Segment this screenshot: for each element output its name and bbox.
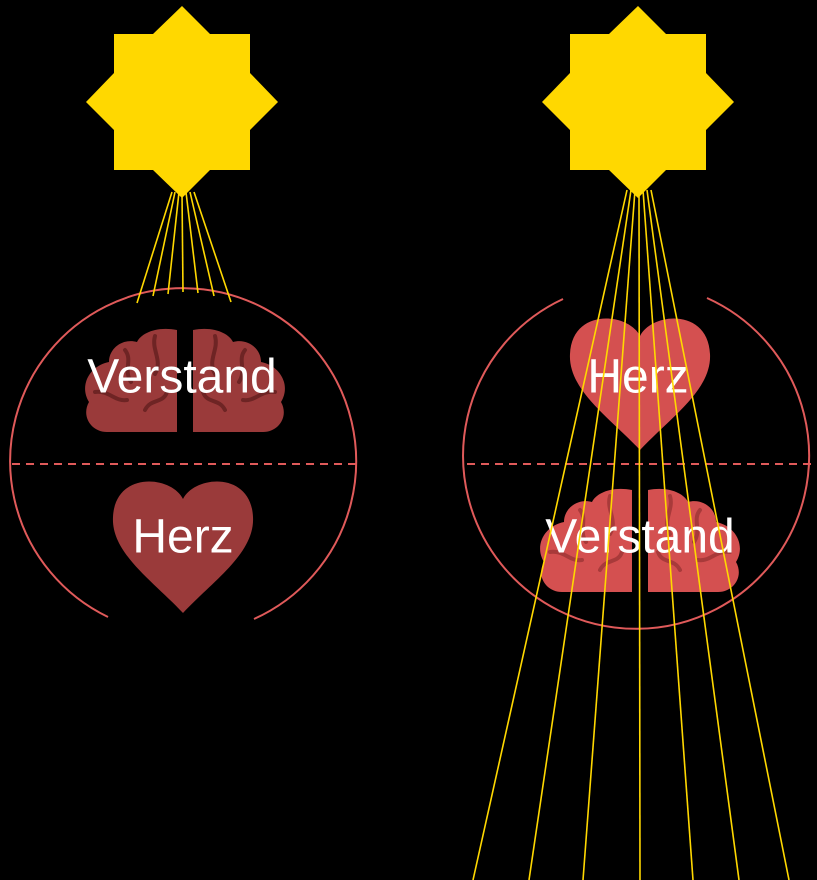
right-ray — [472, 189, 628, 880]
left-top-label: Verstand — [87, 351, 276, 404]
left-ray — [189, 191, 215, 297]
right-ray — [528, 189, 632, 880]
left-circle-outline — [9, 287, 358, 620]
left-panel: Verstand Herz — [9, 6, 358, 620]
right-ray — [638, 189, 641, 880]
left-bottom-label: Herz — [132, 511, 233, 564]
right-ray — [646, 189, 740, 880]
left-ray — [136, 191, 173, 304]
right-circle-outline — [462, 297, 811, 630]
left-ray — [185, 191, 199, 294]
right-sun-icon — [542, 6, 734, 198]
left-sun-icon — [86, 6, 278, 198]
left-ray — [167, 191, 180, 295]
left-ray — [152, 191, 176, 297]
right-rays — [472, 189, 790, 880]
left-ray — [181, 191, 184, 293]
right-panel: Herz Verstand — [462, 6, 814, 880]
left-ray — [193, 191, 232, 303]
left-rays — [136, 191, 232, 304]
right-ray — [650, 189, 790, 880]
right-ray — [642, 189, 694, 880]
right-ray — [582, 189, 636, 880]
